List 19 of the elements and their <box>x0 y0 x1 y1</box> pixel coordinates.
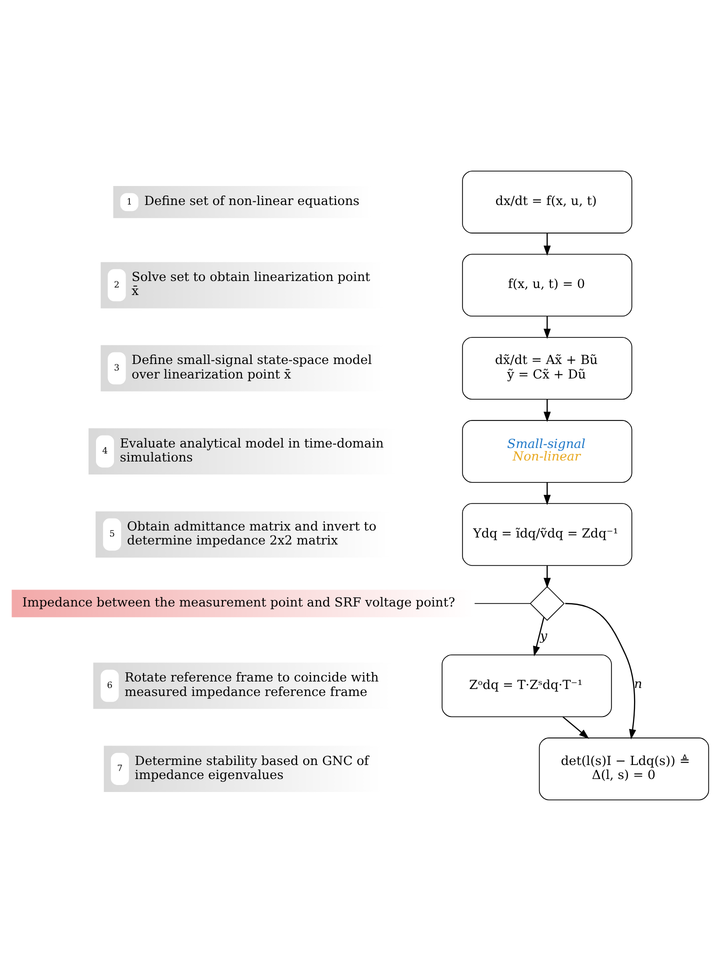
arrow <box>544 482 551 506</box>
arrow <box>565 602 636 740</box>
node-diamond <box>530 586 565 621</box>
arrow <box>544 399 551 422</box>
node-box: det(l(s)I − Ldq(s)) ≜ Δ(l, s) = 0 <box>538 738 710 800</box>
arrow <box>533 617 544 656</box>
edge-label: n <box>634 676 642 691</box>
node-box: f(x, u, t) = 0 <box>462 254 632 317</box>
arrow <box>544 316 551 339</box>
node-box: Ydq = ĩdq/ṽdq = Zdq⁻¹ <box>462 503 632 566</box>
arrow <box>544 233 551 256</box>
edge-label: y <box>540 628 548 643</box>
arrow <box>562 716 590 739</box>
node-box: dx̃/dt = Ax̃ + Bũ ỹ = Cx̃ + Dũ <box>462 336 632 400</box>
node-box: dx/dt = f(x, u, t) <box>462 170 632 234</box>
node-box: Zᵒdq = T·Zˢdq·T⁻¹ <box>442 654 612 718</box>
node-box: Small-signal Non-linear <box>462 420 632 483</box>
connector <box>474 603 531 604</box>
arrow <box>544 566 551 588</box>
